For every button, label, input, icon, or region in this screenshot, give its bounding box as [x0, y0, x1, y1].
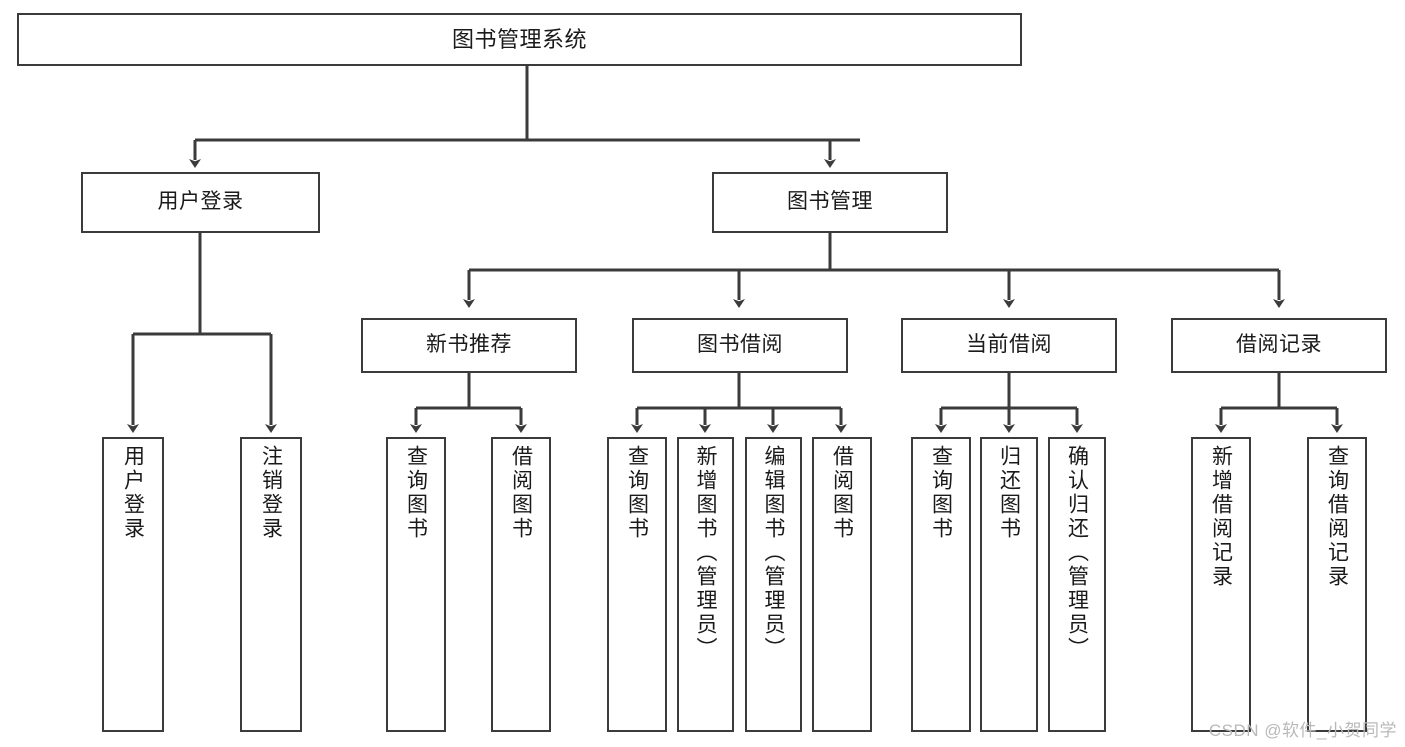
leaf-query-book-1-label: 查询图书: [404, 445, 428, 541]
leaf-add-book-label: 新增图书（管理员）: [694, 445, 717, 661]
leaf-borrow-book-2[interactable]: 借阅图书: [812, 437, 872, 732]
leaf-query-book-3-label: 查询图书: [929, 445, 953, 541]
node-root-label: 图书管理系统: [451, 26, 587, 52]
leaf-query-book-3[interactable]: 查询图书: [911, 437, 971, 732]
leaf-add-record[interactable]: 新增借阅记录: [1191, 437, 1251, 732]
leaf-user-login[interactable]: 用户登录: [102, 437, 164, 732]
leaf-confirm-return-label: 确认归还（管理员）: [1065, 445, 1089, 661]
leaf-user-login-label: 用户登录: [121, 445, 145, 541]
node-borrow-record[interactable]: 借阅记录: [1171, 318, 1387, 373]
node-current-borrow[interactable]: 当前借阅: [901, 318, 1117, 373]
node-book-borrow[interactable]: 图书借阅: [632, 318, 848, 373]
leaf-borrow-book-1-label: 借阅图书: [509, 445, 533, 541]
watermark: CSDN @软件_小贺同学: [1208, 721, 1397, 740]
leaf-query-record-label: 查询借阅记录: [1325, 445, 1349, 589]
node-book-manage[interactable]: 图书管理: [712, 172, 948, 233]
node-borrow-record-label: 借阅记录: [1236, 333, 1322, 357]
leaf-borrow-book-1[interactable]: 借阅图书: [491, 437, 551, 732]
leaf-confirm-return[interactable]: 确认归还（管理员）: [1048, 437, 1106, 732]
leaf-query-book-2[interactable]: 查询图书: [607, 437, 667, 732]
leaf-return-book[interactable]: 归还图书: [980, 437, 1038, 732]
node-current-borrow-label: 当前借阅: [966, 333, 1052, 357]
node-root[interactable]: 图书管理系统: [17, 13, 1022, 66]
leaf-edit-book[interactable]: 编辑图书（管理员）: [745, 437, 802, 732]
leaf-query-book-1[interactable]: 查询图书: [386, 437, 446, 732]
leaf-edit-book-label: 编辑图书（管理员）: [762, 445, 785, 661]
leaf-add-record-label: 新增借阅记录: [1209, 445, 1233, 589]
node-new-book-recommend[interactable]: 新书推荐: [361, 318, 577, 373]
node-user-login[interactable]: 用户登录: [81, 172, 320, 233]
node-book-borrow-label: 图书借阅: [697, 333, 783, 357]
leaf-return-book-label: 归还图书: [997, 445, 1021, 541]
node-book-manage-label: 图书管理: [787, 190, 873, 214]
node-new-book-recommend-label: 新书推荐: [426, 333, 512, 357]
leaf-add-book[interactable]: 新增图书（管理员）: [677, 437, 734, 732]
leaf-query-book-2-label: 查询图书: [625, 445, 649, 541]
leaf-query-record[interactable]: 查询借阅记录: [1307, 437, 1367, 732]
node-user-login-label: 用户登录: [157, 190, 244, 214]
leaf-logout[interactable]: 注销登录: [240, 437, 302, 732]
leaf-logout-label: 注销登录: [259, 445, 283, 541]
leaf-borrow-book-2-label: 借阅图书: [830, 445, 854, 541]
